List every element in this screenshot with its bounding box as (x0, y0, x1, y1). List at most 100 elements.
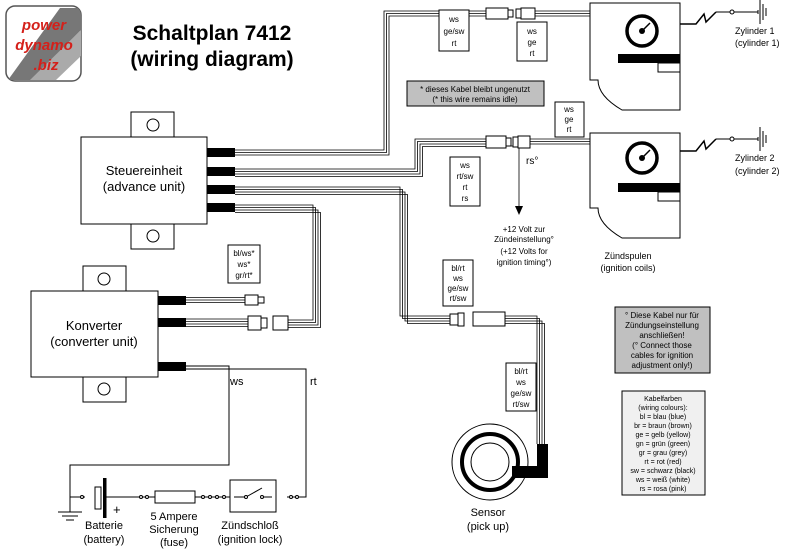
svg-text:Zündeinstellung°: Zündeinstellung° (494, 235, 554, 244)
fuse-label-3: (fuse) (160, 537, 188, 549)
cylinder-2-label: Zylinder 2 (735, 153, 775, 163)
svg-text:Zündungseinstellung: Zündungseinstellung (625, 321, 699, 330)
logo-text-1: power (21, 17, 67, 34)
svg-text:Kabelfarben: Kabelfarben (644, 396, 682, 403)
svg-text:rt = rot (red): rt = rot (red) (644, 459, 681, 466)
wire-label-box-c1-right: ws ge rt (516, 21, 548, 62)
svg-text:gr/rt*: gr/rt* (235, 271, 252, 280)
svg-text:ignition timing°): ignition timing°) (497, 258, 552, 267)
converter-unit: Konverter (converter unit) (30, 265, 186, 403)
svg-text:gr = grau (grey): gr = grau (grey) (639, 450, 687, 457)
svg-text:adjustment only!): adjustment only!) (632, 361, 693, 370)
wire-label-box-c2-right: ws ge rt (554, 101, 585, 138)
svg-text:(wiring colours):: (wiring colours): (638, 405, 687, 412)
svg-text:rt/sw: rt/sw (513, 400, 530, 409)
timing-note: +12 Volt zur Zündeinstellung° (+12 Volts… (494, 206, 554, 267)
battery-plus: + (113, 502, 121, 517)
title-line-2: (wiring diagram) (130, 48, 293, 71)
advance-unit: Steuereinheit (advance unit) (80, 111, 235, 250)
svg-text:(° Connect those: (° Connect those (632, 341, 692, 350)
fuse-label-2: Sicherung (149, 524, 199, 536)
svg-text:rt: rt (567, 125, 573, 134)
svg-text:ws: ws (515, 378, 526, 387)
svg-text:rt: rt (452, 39, 458, 48)
cable-cylinder-1 (235, 10, 590, 156)
ignition-coil-2 (589, 127, 767, 239)
fuse-symbol (154, 490, 196, 504)
svg-text:° Diese Kabel nur für: ° Diese Kabel nur für (625, 311, 699, 320)
svg-text:gn = grün (green): gn = grün (green) (636, 441, 690, 448)
svg-text:(+12 Volts for: (+12 Volts for (500, 247, 548, 256)
svg-text:bl/ws*: bl/ws* (233, 249, 254, 258)
wire-label-rt: rt (310, 376, 317, 388)
cable-bundles (186, 10, 590, 444)
ignition-lock-label-en: (ignition lock) (218, 534, 283, 546)
advance-unit-label: Steuereinheit (106, 163, 183, 178)
svg-text:ge/sw: ge/sw (448, 284, 469, 293)
svg-text:ws: ws (459, 161, 470, 170)
svg-text:rt: rt (463, 183, 469, 192)
ignition-lock-label: Zündschloß (221, 520, 279, 532)
cylinder-1-label: Zylinder 1 (735, 26, 775, 36)
battery-label: Batterie (85, 520, 123, 532)
title-line-1: Schaltplan 7412 (133, 22, 292, 45)
connect-note: ° Diese Kabel nur für Zündungseinstellun… (614, 306, 711, 374)
svg-text:ge: ge (528, 38, 537, 47)
circuit-nodes (80, 495, 299, 499)
wire-label-ws: ws (229, 376, 244, 388)
wire-label-box-sensor-top: bl/rt ws ge/sw rt/sw (442, 259, 474, 307)
battery-label-en: (battery) (84, 534, 125, 546)
svg-text:(* this wire remains idle): (* this wire remains idle) (432, 95, 518, 104)
svg-text:+12 Volt zur: +12 Volt zur (503, 225, 546, 234)
ignition-coil-1 (589, 0, 767, 111)
sensor-label-en: (pick up) (467, 521, 509, 533)
cylinder-1-label-en: (cylinder 1) (735, 38, 780, 48)
svg-text:rt/sw: rt/sw (457, 172, 474, 181)
converter-unit-label: Konverter (66, 318, 123, 333)
svg-text:anschließen!: anschließen! (639, 331, 684, 340)
advance-unit-label-en: (advance unit) (103, 179, 185, 194)
cable-sensor (235, 186, 545, 444)
wire-label-box-sensor-side: bl/rt ws ge/sw rt/sw (505, 362, 537, 412)
svg-text:bl = blau (blue): bl = blau (blue) (640, 414, 687, 421)
cable-advance-converter (186, 204, 321, 328)
rs-tap-wire (511, 145, 520, 206)
sensor-label: Sensor (471, 507, 506, 519)
svg-text:ws: ws (563, 105, 574, 114)
svg-text:ws: ws (448, 15, 459, 24)
logo-text-2: dynamo (15, 37, 73, 54)
converter-unit-label-en: (converter unit) (50, 334, 137, 349)
logo-text-3: .biz (34, 57, 59, 74)
svg-text:bl/rt: bl/rt (451, 264, 465, 273)
svg-text:bl/rt: bl/rt (514, 367, 528, 376)
svg-text:* dieses Kabel bleibt ungenutz: * dieses Kabel bleibt ungenutzt (420, 85, 531, 94)
svg-text:cables for ignition: cables for ignition (631, 351, 693, 360)
svg-text:rt/sw: rt/sw (450, 294, 467, 303)
svg-text:ws*: ws* (237, 260, 251, 269)
svg-text:rs = rosa (pink): rs = rosa (pink) (640, 486, 687, 493)
coils-label: Zündspulen (604, 251, 651, 261)
connectors (244, 7, 536, 331)
logo: power dynamo .biz (5, 5, 82, 82)
svg-text:ge: ge (565, 115, 574, 124)
battery-symbol (94, 478, 107, 518)
svg-text:br = braun (brown): br = braun (brown) (634, 423, 692, 430)
idle-wire-note: * dieses Kabel bleibt ungenutzt (* this … (406, 80, 545, 107)
cylinder-2-label-en: (cylinder 2) (735, 166, 780, 176)
ignition-lock-symbol (229, 479, 277, 513)
svg-text:ws: ws (526, 27, 537, 36)
svg-text:ge/sw: ge/sw (511, 389, 532, 398)
wire-label-box-c2-left: ws rt/sw rt rs (449, 156, 481, 207)
coils-label-en: (ignition coils) (600, 263, 655, 273)
rs-tap-label: rs° (526, 156, 538, 167)
fuse-label-1: 5 Ampere (150, 511, 197, 523)
cable-cylinder-2 (235, 138, 590, 177)
svg-text:ws: ws (452, 274, 463, 283)
svg-text:ge/sw: ge/sw (444, 27, 465, 36)
svg-text:sw = schwarz (black): sw = schwarz (black) (630, 468, 695, 475)
sensor-pickup (451, 423, 548, 501)
svg-text:ws = weiß (white): ws = weiß (white) (635, 477, 690, 484)
svg-text:rs: rs (462, 194, 469, 203)
